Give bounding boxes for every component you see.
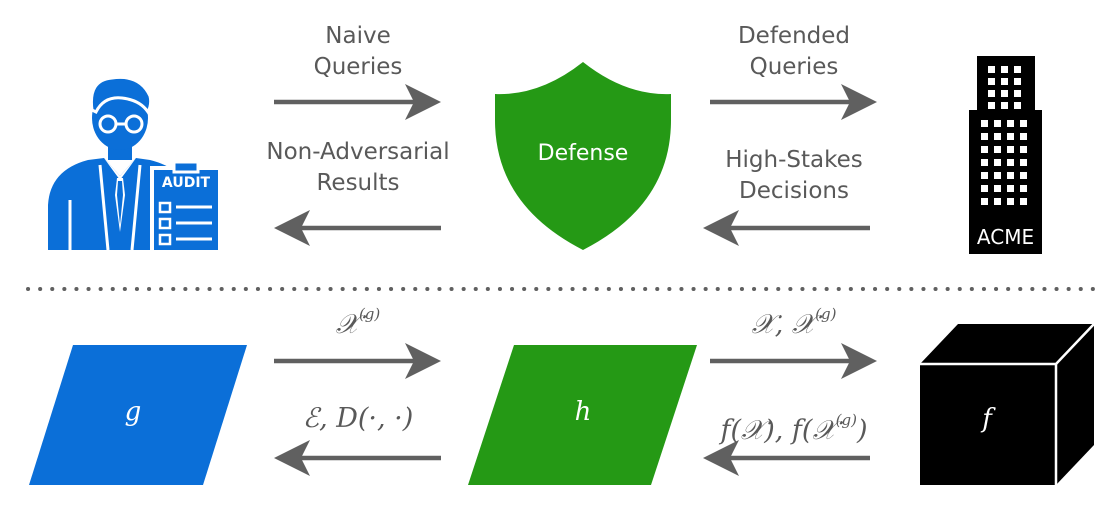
label-g-node: g (124, 397, 142, 427)
label-naive-queries: Naive Queries (313, 23, 403, 80)
building-window (1020, 146, 1027, 153)
shield-icon (495, 62, 671, 250)
label-h-to-f: 𝒳, 𝒳(g) (751, 305, 837, 340)
building-window (1007, 133, 1014, 140)
building-window (988, 66, 995, 73)
building-window (1020, 198, 1027, 205)
building-window (1020, 185, 1027, 192)
building-window (1007, 146, 1014, 153)
building-window (1020, 133, 1027, 140)
h-node (468, 345, 697, 485)
building-window (981, 133, 988, 140)
building-window (994, 133, 1001, 140)
building-window (1007, 159, 1014, 166)
building-window (1014, 78, 1021, 85)
label-h-to-g: ℰ, D(·, ·) (302, 403, 414, 434)
building-window (994, 172, 1001, 179)
building-window (981, 120, 988, 127)
building-window (981, 146, 988, 153)
building-window (988, 78, 995, 85)
building-window (988, 102, 995, 109)
building-window (1020, 172, 1027, 179)
label-f-node: f (982, 404, 992, 434)
label-non-adversarial-results: Non-Adversarial Results (266, 139, 450, 196)
building-window (1001, 78, 1008, 85)
building-window (1001, 102, 1008, 109)
building-window (1020, 159, 1027, 166)
label-defense: Defense (537, 141, 629, 166)
building-window (1001, 90, 1008, 97)
building-window (1014, 90, 1021, 97)
building-window (981, 198, 988, 205)
building-window (994, 120, 1001, 127)
building-window (1001, 66, 1008, 73)
building-window (994, 159, 1001, 166)
building-window (1014, 102, 1021, 109)
building-window (981, 185, 988, 192)
g-node (29, 345, 247, 485)
building-window (994, 185, 1001, 192)
label-acme: ACME (976, 225, 1035, 249)
label-audit: AUDIT (161, 175, 211, 191)
auditor-icon (48, 75, 222, 254)
building-window (1020, 120, 1027, 127)
building-window (1007, 120, 1014, 127)
black-box-cube-icon (920, 323, 1095, 485)
label-h-node: h (574, 397, 592, 427)
building-window (994, 146, 1001, 153)
building-window (988, 90, 995, 97)
label-defended-queries: Defended Queries (737, 23, 851, 80)
label-high-stakes-decisions: High-Stakes Decisions (725, 147, 863, 204)
building-window (1007, 185, 1014, 192)
building-window (1014, 66, 1021, 73)
building-window (981, 172, 988, 179)
label-g-to-h: 𝒳(g) (335, 305, 381, 340)
building-window (1007, 172, 1014, 179)
building-window (1007, 198, 1014, 205)
label-f-to-h: f(𝒳), f(𝒳(g)) (720, 411, 868, 446)
building-window (981, 159, 988, 166)
building-icon (969, 56, 1042, 254)
building-window (994, 198, 1001, 205)
